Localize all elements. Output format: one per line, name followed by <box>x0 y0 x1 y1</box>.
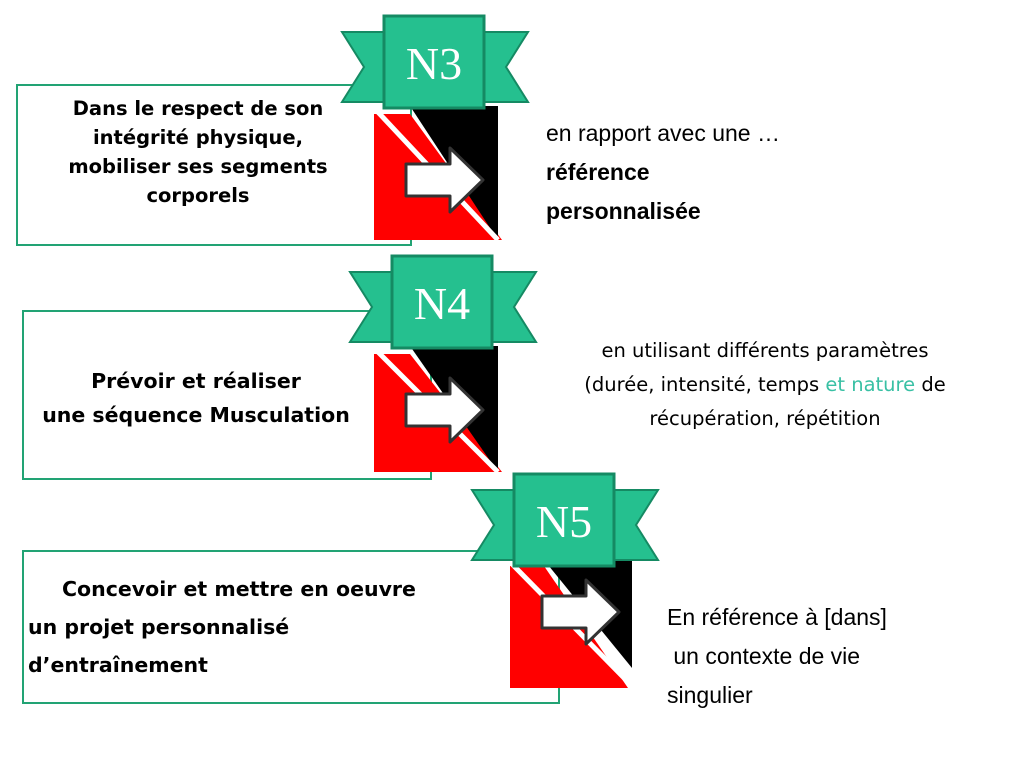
description-line: (durée, intensité, temps et nature de <box>530 368 1000 402</box>
level-label: N3 <box>406 38 462 89</box>
description-n5: En référence à [dans] un contexte de vie… <box>667 598 987 715</box>
ribbon-tail-left <box>470 489 521 561</box>
ribbon-tail-right <box>479 31 530 103</box>
description-line: singulier <box>667 682 753 708</box>
step-text-line: mobiliser ses segments <box>68 155 328 178</box>
description-emphasis: référence <box>546 159 650 185</box>
description-emphasis: personnalisée <box>546 198 701 224</box>
ribbon-badge <box>390 254 494 350</box>
description-line: en rapport avec une … <box>546 120 780 146</box>
step-text-line: une séquence Musculation <box>42 403 350 427</box>
step-text-n5: Concevoir et mettre en oeuvre un projet … <box>28 570 498 684</box>
step-text-line: d’entraînement <box>28 653 208 677</box>
arrow-right-icon <box>404 146 485 214</box>
arrow-right-icon <box>404 376 485 444</box>
step-text-line: Dans le respect de son <box>72 97 324 120</box>
arrow-right-icon <box>540 578 621 646</box>
level-label: N4 <box>414 278 470 329</box>
step-box-n5 <box>22 550 560 704</box>
description-text: (durée, intensité, temps <box>584 373 826 396</box>
level-badge-arrow-icon: N3 <box>340 14 530 242</box>
step-text-line: Prévoir et réaliser <box>91 369 301 393</box>
ribbon-tail-right <box>487 271 538 343</box>
ribbon-tail-left <box>348 271 399 343</box>
ribbon-badge <box>512 472 616 568</box>
ribbon-tail-left <box>340 31 391 103</box>
description-line: en utilisant différents paramètres <box>601 339 929 362</box>
step-text-line: Concevoir et mettre en oeuvre <box>62 577 416 601</box>
step-text-n4: Prévoir et réaliser une séquence Muscula… <box>0 364 392 432</box>
ribbon-tail-right <box>609 489 660 561</box>
step-text-n3: Dans le respect de son intégrité physiqu… <box>38 94 358 210</box>
level-badge-arrow-icon: N5 <box>470 472 660 688</box>
description-accent: et nature <box>825 373 916 396</box>
description-line: récupération, répétition <box>649 407 881 430</box>
step-text-line: corporels <box>146 184 250 207</box>
description-line: un contexte de vie <box>667 643 861 669</box>
description-line: En référence à [dans] <box>667 604 887 630</box>
step-text-line: intégrité physique, <box>92 126 304 149</box>
description-n4: en utilisant différents paramètres (duré… <box>530 334 1000 436</box>
step-box-n3 <box>16 84 412 246</box>
step-text-line: un projet personnalisé <box>28 615 290 639</box>
description-n3: en rapport avec une … référence personna… <box>546 114 876 231</box>
level-label: N5 <box>536 496 592 547</box>
description-text: de <box>915 373 946 396</box>
ribbon-badge <box>382 14 486 110</box>
level-badge-arrow-icon: N4 <box>348 254 538 474</box>
